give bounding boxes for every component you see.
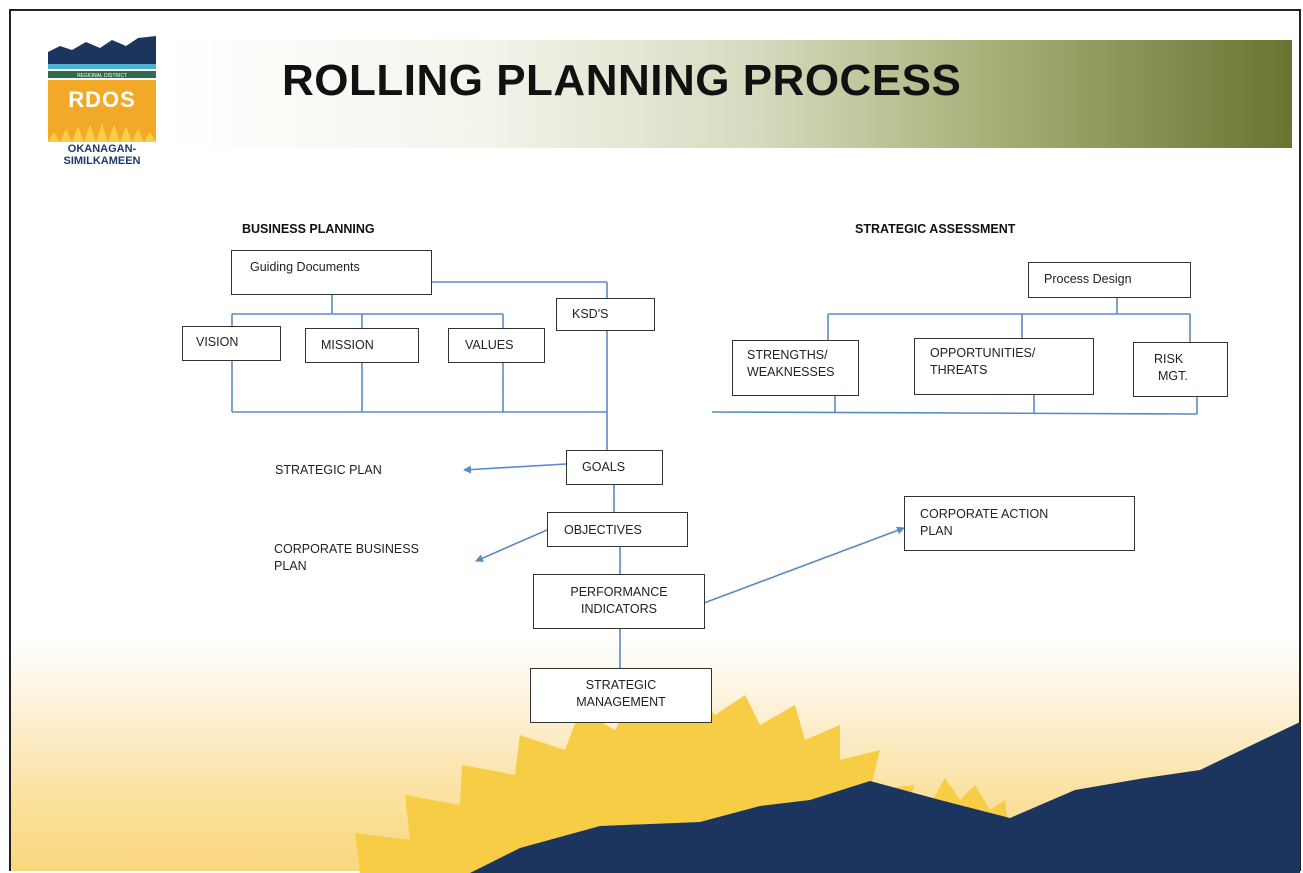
logo-acronym: RDOS [68,87,136,112]
node-strengths-weaknesses: STRENGTHS/WEAKNESSES [732,340,859,396]
header-strategic-assessment: STRATEGIC ASSESSMENT [855,222,1016,236]
logo-small-text: REGIONAL DISTRICT [76,73,128,79]
node-ksds: KSD'S [556,298,655,331]
logo-line-2: SIMILKAMEEN [63,155,141,167]
node-goals: GOALS [566,450,663,485]
node-objectives: OBJECTIVES [547,512,688,547]
slide-title: ROLLING PLANNING PROCESS [282,56,962,105]
logo-line-1: OKANAGAN- [67,143,137,155]
rdos-logo-icon [48,36,156,142]
arrow-to-corporate-action-plan [703,526,905,604]
node-vision: VISION [182,326,281,361]
connector [711,411,1198,415]
node-guiding-documents: Guiding Documents [231,250,432,295]
node-values: VALUES [448,328,545,363]
header-business-planning: BUSINESS PLANNING [242,222,375,236]
output-strategic-plan: STRATEGIC PLAN [275,463,382,477]
arrow-to-strategic-plan [463,463,567,474]
node-opportunities-threats: OPPORTUNITIES/THREATS [914,338,1094,395]
arrow-to-corporate-business-plan [475,529,548,562]
title-banner [165,40,1292,148]
mountains [470,722,1300,873]
node-process-design: Process Design [1028,262,1191,298]
node-mission: MISSION [305,328,419,363]
